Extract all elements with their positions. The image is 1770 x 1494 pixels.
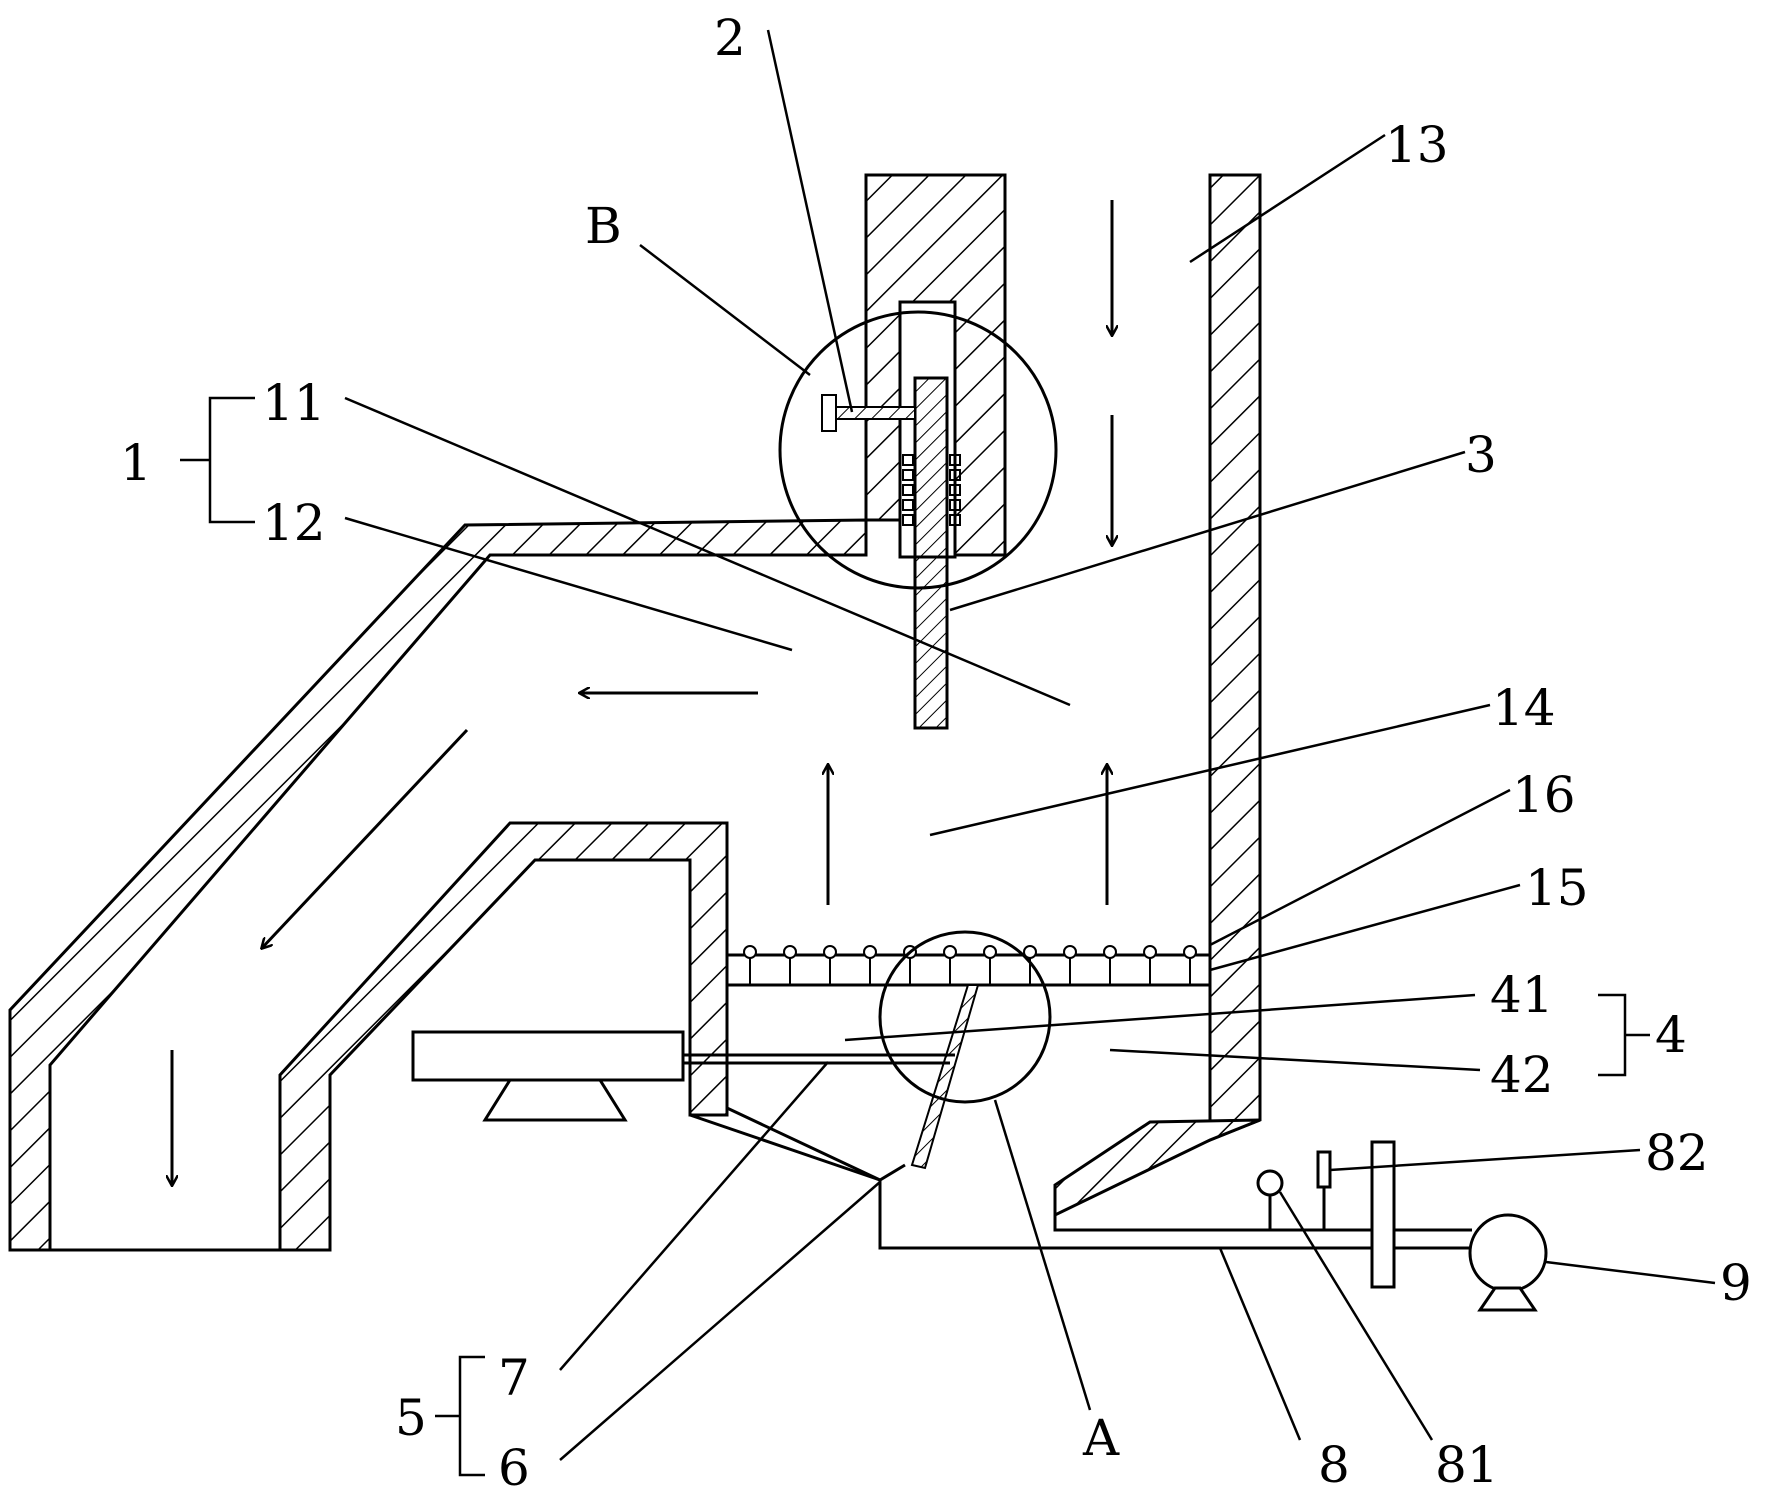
flow-arrows [172,200,1112,1185]
label-15: 15 [1525,859,1589,917]
sensor-81 [1256,1169,1284,1197]
cylinder-stand [482,1078,628,1122]
right-outer-wall [1208,173,1262,1143]
nozzle-row [743,945,1197,985]
lower-duct-wall [278,821,729,1252]
label-7: 7 [498,1349,530,1407]
damper-plate [913,376,949,730]
label-a: A [1082,1409,1120,1467]
label-16: 16 [1512,766,1576,824]
label-2: 2 [714,9,746,67]
pump-9 [1468,1213,1548,1293]
label-1: 1 [120,434,152,492]
valve-flange [1370,1140,1396,1289]
chamber-floor-wall [1053,1118,1261,1218]
cylinder-body [411,1030,685,1082]
label-6: 6 [498,1439,530,1494]
detail-circle-b [778,310,1058,590]
bolt-head [821,394,837,432]
label-b: B [585,197,622,255]
brackets [180,396,1650,1477]
label-41: 41 [1490,966,1554,1024]
label-42: 42 [1490,1046,1554,1104]
label-82: 82 [1645,1124,1709,1182]
lower-hopper [726,1106,906,1182]
label-81: 81 [1435,1436,1499,1494]
bolt-shaft [834,406,916,420]
label-12: 12 [262,494,326,552]
spring-coils [902,454,961,526]
leader-lines [344,29,1716,1461]
label-3: 3 [1465,426,1497,484]
detail-circle-a [878,930,1052,1104]
label-5: 5 [395,1389,427,1447]
damper-slot [898,300,957,559]
label-13: 13 [1385,116,1449,174]
drain-pipe [878,1180,1472,1250]
hopper-left-side [689,1113,881,1182]
drain-pipe-upper [1053,1215,1472,1232]
label-4: 4 [1655,1006,1687,1064]
upper-duct-wall [8,518,868,1252]
label-8: 8 [1318,1436,1350,1494]
label-9: 9 [1720,1254,1752,1312]
label-14: 14 [1492,679,1556,737]
pump-stand [1477,1286,1538,1312]
sensor-82 [1316,1150,1332,1189]
label-11: 11 [262,374,326,432]
tilt-plate [910,984,980,1170]
